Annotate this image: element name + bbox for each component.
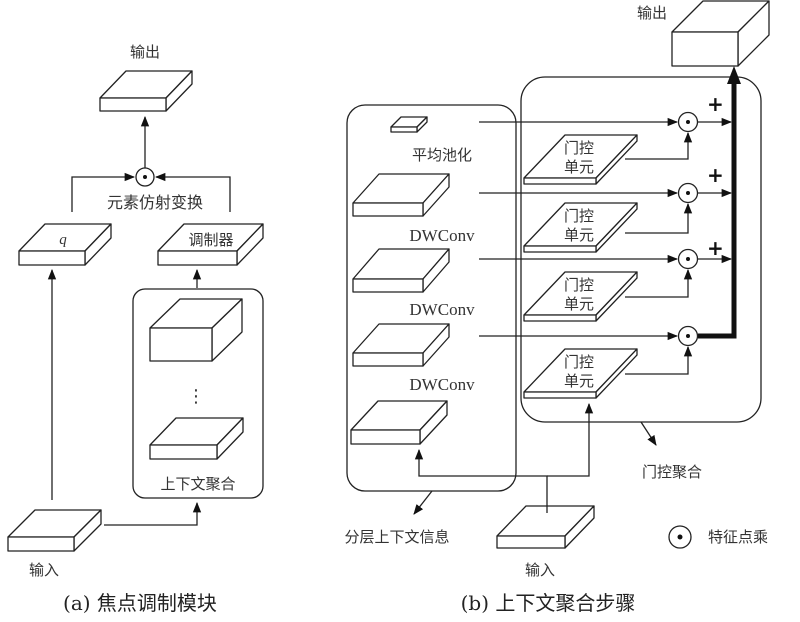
- affine-transform-label: 元素仿射变换: [107, 193, 203, 212]
- dot-multiply-icon-2: [677, 248, 699, 270]
- arrow-gate-3: [625, 345, 693, 375]
- arrow-input-to-context: [104, 501, 202, 526]
- panel-a: 输出 元素仿射变换 q 调制器: [7, 43, 264, 615]
- dot-multiply-icon-3: [677, 325, 699, 347]
- dot-multiply-icon-1: [677, 182, 699, 204]
- dot-multiply-icon-0: [677, 111, 699, 133]
- plus-icon-1: +: [707, 163, 724, 187]
- arrow-gate-0: [625, 131, 693, 160]
- trunk-arrowhead: [727, 66, 741, 84]
- q-tensor: [18, 223, 112, 266]
- summation-trunk: [698, 78, 737, 339]
- gate-unit-0: 门控 单元: [523, 134, 638, 185]
- gate-label-line1: 门控: [564, 276, 594, 294]
- output-tensor-b: [671, 0, 770, 67]
- context-aggregation-label: 上下文聚合: [160, 475, 235, 493]
- output-label-b: 输出: [637, 4, 667, 22]
- input-tensor-b: [496, 505, 595, 549]
- dwconv-tensor-1: [352, 173, 450, 217]
- context-tensor-top: [149, 298, 243, 362]
- level-label-1: DWConv: [409, 226, 475, 245]
- arrow-input-to-gate: [547, 402, 594, 477]
- gate-label-line1: 门控: [564, 207, 594, 225]
- gate-label-line1: 门控: [564, 139, 594, 157]
- callout-gated-agg: [640, 421, 657, 446]
- dwconv-tensor-3: [352, 323, 450, 367]
- level-label-3: DWConv: [409, 375, 475, 394]
- ellipsis: ⋮: [187, 386, 205, 407]
- modulator-tensor: [157, 223, 264, 266]
- arrow-gate-1: [625, 202, 693, 234]
- arrow-input-to-context: [414, 448, 548, 513]
- output-label-a: 输出: [130, 43, 160, 61]
- panel-b: 输出 平均池化 DWConv: [344, 0, 770, 615]
- gate-unit-1: 门控 单元: [523, 202, 638, 253]
- callout-hier-context: [413, 490, 433, 515]
- gate-unit-3: 门控 单元: [523, 348, 638, 399]
- gate-label-line2: 单元: [564, 226, 594, 244]
- gate-label-line1: 门控: [564, 353, 594, 371]
- gate-label-line2: 单元: [564, 372, 594, 390]
- legend-dot-multiply-icon: [668, 525, 692, 549]
- context-aggregation-group: [132, 288, 264, 499]
- caption-b: (b) 上下文聚合步骤: [461, 591, 636, 615]
- gate-unit-2: 门控 单元: [523, 271, 638, 322]
- gate-label-line2: 单元: [564, 295, 594, 313]
- arrow-gate-2: [625, 268, 693, 298]
- gated-agg-label: 门控聚合: [642, 463, 702, 481]
- gate-label-line2: 单元: [564, 158, 594, 176]
- level-label-2: DWConv: [409, 300, 475, 319]
- q-label: q: [59, 232, 67, 248]
- output-tensor-a: [99, 70, 193, 112]
- legend-label: 特征点乘: [708, 528, 768, 546]
- dot-multiply-icon: [135, 167, 155, 187]
- dwconv-tensor-2: [352, 248, 450, 293]
- hier-context-label: 分层上下文信息: [344, 528, 449, 546]
- arrow-modulator-to-multiply: [154, 172, 231, 212]
- input-label-a: 输入: [29, 561, 59, 579]
- input-label-b: 输入: [525, 561, 555, 579]
- level-label-0: 平均池化: [412, 146, 472, 164]
- plus-icon-2: +: [707, 236, 724, 260]
- avgpool-tensor: [390, 116, 428, 133]
- arrow-q-to-multiply: [71, 172, 136, 212]
- caption-a: (a) 焦点调制模块: [63, 591, 217, 615]
- plus-icon-0: +: [707, 92, 724, 116]
- context-tensor-bottom: [149, 417, 244, 460]
- modulator-label: 调制器: [188, 231, 233, 249]
- context-tensor-base: [350, 400, 448, 445]
- input-tensor-a: [7, 509, 102, 552]
